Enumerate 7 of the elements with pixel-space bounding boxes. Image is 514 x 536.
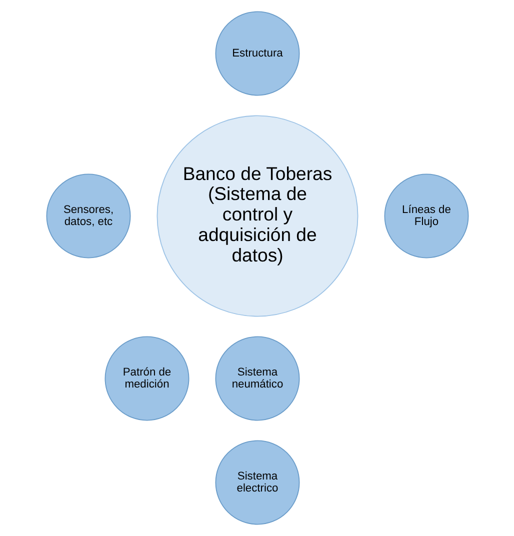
node-circle: Líneas de Flujo <box>384 174 468 258</box>
node-circle: Sistema electrico <box>214 440 300 525</box>
node-circle: Sensores, datos, etc <box>46 174 130 258</box>
node-circle: Banco de Toberas (Sistema de control y adquisición de datos) <box>156 115 358 317</box>
node-circle: Sistema neumático <box>214 336 300 421</box>
node-circle: Patrón de medición <box>104 336 189 421</box>
node-circle: Estructura <box>214 11 300 96</box>
